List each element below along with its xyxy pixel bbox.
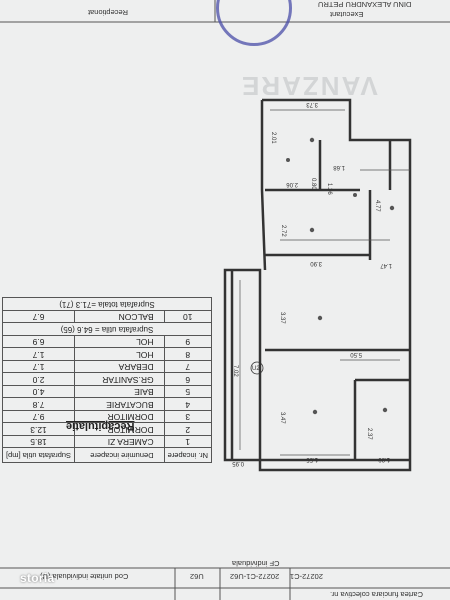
dim-label: 1.47 [380, 262, 392, 268]
col-header: Denumire incapere [74, 448, 165, 463]
table-row-total-utila: Suprafata utila = 64.6 (65) [2, 323, 212, 336]
dim-label: 2.72 [280, 225, 286, 237]
footer-strip: 20272-C1 Cartea funciara colectiva nr. 2… [0, 558, 450, 600]
unit-marker-label: U2 [252, 366, 260, 372]
cell-value: 12.3 [2, 423, 75, 436]
table-row-total: Suprafata totala =71.3 (71) [2, 298, 212, 311]
carte-label: Cartea funciara colectiva nr. [330, 590, 423, 599]
cell-value: 7.8 [2, 398, 75, 411]
cell-value: 1.7 [2, 360, 75, 373]
dim-label: 3.73 [306, 101, 318, 107]
cell-name: HOL [74, 335, 165, 348]
cell-nr: 3 [164, 410, 212, 423]
cell-value: 18.5 [2, 435, 75, 448]
total-totala: Suprafata totala =71.3 (71) [2, 298, 212, 311]
dim-label: 2.06 [286, 181, 298, 187]
dim-label: 1.26 [326, 183, 332, 195]
dim-label: 5.50 [350, 351, 362, 357]
cell-value: 6.7 [2, 310, 75, 323]
cell-value: 2.0 [2, 373, 75, 386]
dim-label: 0.95 [232, 460, 244, 466]
carte-value: 20272-C1 [290, 572, 323, 581]
dim-label: 3.37 [279, 312, 285, 324]
cell-value: 6.9 [2, 335, 75, 348]
dim-label: 3.47 [279, 412, 285, 424]
cell-nr: 6 [164, 373, 212, 386]
dim-label: 1.68 [333, 164, 345, 170]
cell-name: CAMERA ZI [74, 435, 165, 448]
dim-label: 2.37 [366, 428, 372, 440]
dim-label: 0.80 [310, 178, 316, 190]
col-header: Suprafata utila [mp] [2, 448, 75, 463]
cell-nr: 8 [164, 348, 212, 361]
cod-value: U62 [190, 572, 204, 581]
cell-name: GR.SANITAR [74, 373, 165, 386]
dim-label: 2.01 [270, 132, 276, 144]
cf-label: CF individuala [232, 559, 280, 568]
dim-label: 1.55 [306, 456, 318, 462]
cell-nr: 9 [164, 335, 212, 348]
footer-lines [0, 567, 450, 600]
cell-nr: 7 [164, 360, 212, 373]
cell-value: 9.7 [2, 410, 75, 423]
cell-name: BAIE [74, 385, 165, 398]
cell-nr: 10 [164, 310, 212, 323]
dim-label: 7.02 [232, 365, 238, 377]
cell-name: HOL [74, 348, 165, 361]
recap-title: Recapitulatie [66, 420, 135, 432]
dim-label: 4.77 [374, 200, 380, 212]
storia-logo: storia [20, 571, 55, 585]
cell-nr: 4 [164, 398, 212, 411]
cell-name: BUCATARIE [74, 398, 165, 411]
cell-value: 1.7 [2, 348, 75, 361]
total-utila: Suprafata utila = 64.6 (65) [2, 323, 212, 336]
col-header: Nr. incapere [164, 448, 212, 463]
recap-table: Nr. incapere Denumire incapere Suprafata… [2, 298, 212, 464]
cf-value: 20272-C1-U62 [230, 572, 280, 581]
cell-name: DEBARA [74, 360, 165, 373]
dim-label: 3.90 [310, 260, 322, 266]
cell-nr: 2 [164, 423, 212, 436]
cell-value: 4.0 [2, 385, 75, 398]
dim-label: 1.80 [378, 456, 390, 462]
cell-nr: 5 [164, 385, 212, 398]
cell-name: BALCON [74, 310, 165, 323]
cell-nr: 1 [164, 435, 212, 448]
